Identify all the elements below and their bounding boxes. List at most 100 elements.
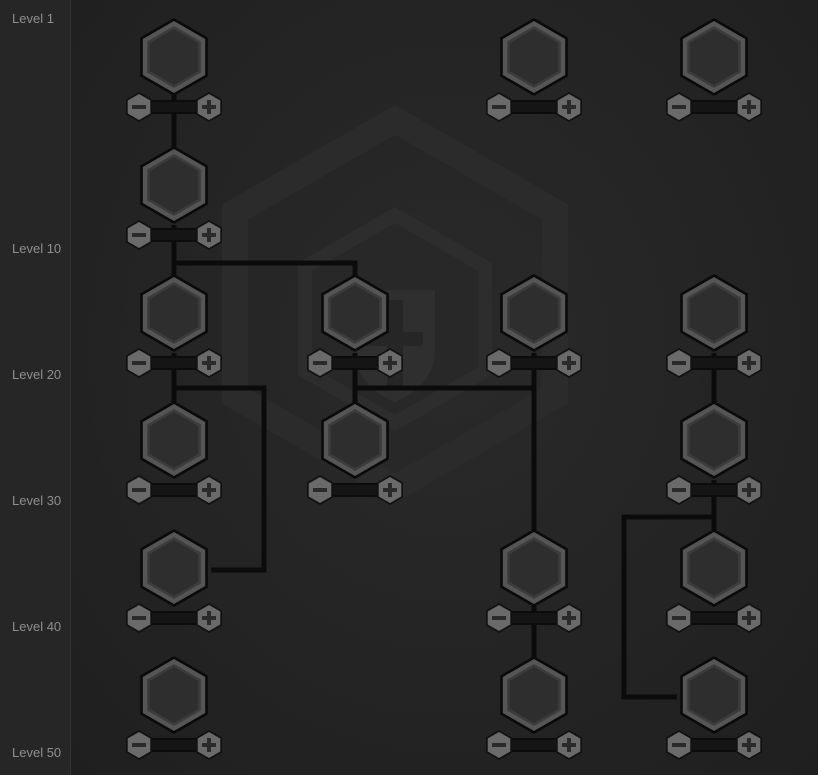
decrease-rank-button[interactable] — [483, 347, 515, 379]
level-label: Level 40 — [12, 619, 62, 634]
increase-rank-button[interactable] — [553, 729, 585, 761]
decrease-rank-button[interactable] — [123, 347, 155, 379]
level-label: Level 30 — [12, 493, 62, 508]
increase-rank-button[interactable] — [553, 91, 585, 123]
minus-icon — [672, 488, 686, 492]
talent-slot[interactable] — [119, 143, 229, 227]
decrease-rank-button[interactable] — [123, 602, 155, 634]
minus-icon — [313, 488, 327, 492]
increase-rank-button[interactable] — [374, 474, 406, 506]
minus-icon — [132, 743, 146, 747]
level-label: Level 20 — [12, 367, 62, 382]
talent-slot[interactable] — [119, 653, 229, 737]
decrease-rank-button[interactable] — [483, 602, 515, 634]
increase-rank-button[interactable] — [733, 602, 765, 634]
talent-slot[interactable] — [659, 653, 769, 737]
increase-rank-button[interactable] — [553, 347, 585, 379]
decrease-rank-button[interactable] — [663, 91, 695, 123]
talent-board — [71, 0, 818, 775]
talent-node — [659, 398, 769, 508]
talent-node — [119, 526, 229, 636]
minus-icon — [672, 361, 686, 365]
plus-icon — [742, 738, 756, 752]
minus-icon — [672, 743, 686, 747]
increase-rank-button[interactable] — [193, 219, 225, 251]
increase-rank-button[interactable] — [733, 91, 765, 123]
plus-icon — [562, 738, 576, 752]
talent-slot[interactable] — [659, 271, 769, 355]
talent-slot[interactable] — [659, 526, 769, 610]
plus-icon — [742, 483, 756, 497]
rank-bar — [149, 483, 199, 497]
decrease-rank-button[interactable] — [483, 729, 515, 761]
talent-node — [479, 15, 589, 125]
talent-slot[interactable] — [300, 271, 410, 355]
talent-node — [119, 653, 229, 763]
increase-rank-button[interactable] — [193, 91, 225, 123]
plus-icon — [202, 228, 216, 242]
level-label: Level 50 — [12, 745, 62, 760]
decrease-rank-button[interactable] — [123, 91, 155, 123]
increase-rank-button[interactable] — [193, 474, 225, 506]
increase-rank-button[interactable] — [193, 729, 225, 761]
decrease-rank-button[interactable] — [663, 474, 695, 506]
decrease-rank-button[interactable] — [304, 347, 336, 379]
plus-icon — [562, 100, 576, 114]
talent-node — [479, 653, 589, 763]
decrease-rank-button[interactable] — [663, 347, 695, 379]
decrease-rank-button[interactable] — [483, 91, 515, 123]
talent-slot[interactable] — [479, 653, 589, 737]
increase-rank-button[interactable] — [193, 602, 225, 634]
decrease-rank-button[interactable] — [123, 729, 155, 761]
talent-node — [119, 398, 229, 508]
increase-rank-button[interactable] — [553, 602, 585, 634]
talent-node — [119, 15, 229, 125]
talent-slot[interactable] — [119, 271, 229, 355]
plus-icon — [383, 356, 397, 370]
rank-bar — [149, 611, 199, 625]
talent-slot[interactable] — [659, 15, 769, 99]
increase-rank-button[interactable] — [193, 347, 225, 379]
decrease-rank-button[interactable] — [663, 602, 695, 634]
talent-slot[interactable] — [119, 15, 229, 99]
level-label: Level 1 — [12, 11, 54, 26]
plus-icon — [562, 356, 576, 370]
increase-rank-button[interactable] — [733, 474, 765, 506]
decrease-rank-button[interactable] — [663, 729, 695, 761]
talent-slot[interactable] — [479, 271, 589, 355]
talent-slot[interactable] — [479, 526, 589, 610]
talent-node — [300, 271, 410, 381]
minus-icon — [132, 233, 146, 237]
increase-rank-button[interactable] — [733, 729, 765, 761]
rank-bar — [149, 100, 199, 114]
rank-bar — [330, 483, 380, 497]
talent-slot[interactable] — [119, 398, 229, 482]
minus-icon — [492, 361, 506, 365]
talent-node — [119, 271, 229, 381]
talent-slot[interactable] — [300, 398, 410, 482]
talent-node — [300, 398, 410, 508]
plus-icon — [742, 611, 756, 625]
increase-rank-button[interactable] — [374, 347, 406, 379]
increase-rank-button[interactable] — [733, 347, 765, 379]
talent-slot[interactable] — [119, 526, 229, 610]
plus-icon — [383, 483, 397, 497]
talent-node — [659, 15, 769, 125]
decrease-rank-button[interactable] — [123, 219, 155, 251]
decrease-rank-button[interactable] — [123, 474, 155, 506]
minus-icon — [132, 488, 146, 492]
minus-icon — [132, 361, 146, 365]
talent-slot[interactable] — [479, 15, 589, 99]
minus-icon — [132, 105, 146, 109]
talent-slot[interactable] — [659, 398, 769, 482]
decrease-rank-button[interactable] — [304, 474, 336, 506]
connection-line — [174, 385, 267, 573]
connection-line — [621, 514, 714, 700]
plus-icon — [562, 611, 576, 625]
connection-line — [174, 260, 358, 275]
rank-bar — [509, 356, 559, 370]
level-label: Level 10 — [12, 241, 62, 256]
rank-bar — [689, 356, 739, 370]
talent-node — [659, 653, 769, 763]
